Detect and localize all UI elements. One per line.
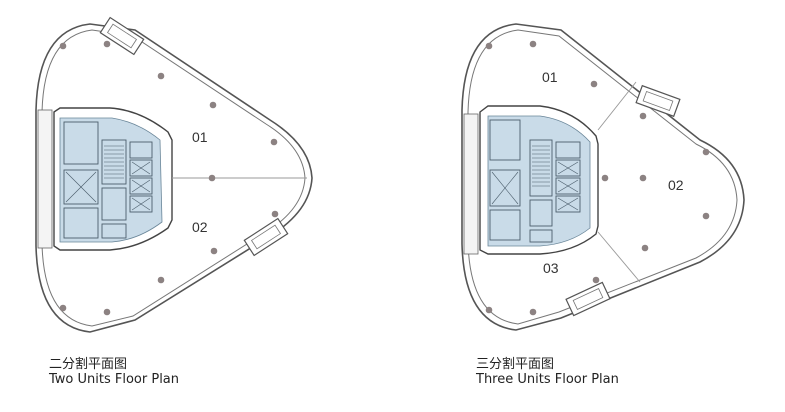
unit-label-03: 03 xyxy=(543,260,559,276)
unit-label-02: 02 xyxy=(668,177,684,193)
elevator-marks xyxy=(491,161,579,211)
core-rooms xyxy=(63,121,153,239)
balcony-right xyxy=(635,84,681,118)
caption-english: Two Units Floor Plan xyxy=(49,372,180,387)
columns xyxy=(485,40,710,316)
two-units-floor-plan: 01 02 xyxy=(35,16,313,333)
core-fill xyxy=(59,117,163,243)
caption-chinese: 三分割平面图 xyxy=(476,357,555,372)
three-units-floor-plan: 01 02 03 xyxy=(461,23,745,331)
unit-label-01: 01 xyxy=(542,69,558,85)
core-fill xyxy=(487,115,591,247)
balcony-bottom xyxy=(243,217,289,257)
caption-english: Three Units Floor Plan xyxy=(476,372,619,387)
caption-chinese: 二分割平面图 xyxy=(49,357,128,372)
unit-dividers xyxy=(597,81,641,283)
stair-hatch xyxy=(104,145,124,179)
elevator-marks xyxy=(65,161,151,211)
columns xyxy=(59,40,279,316)
unit-label-01: 01 xyxy=(192,129,208,145)
core-rooms xyxy=(489,119,581,243)
caption-two-units: 二分割平面图 Two Units Floor Plan xyxy=(49,357,179,387)
stair-hatch xyxy=(532,145,550,187)
caption-three-units: 三分割平面图 Three Units Floor Plan xyxy=(476,357,619,387)
balcony-top xyxy=(99,16,145,56)
west-facade-strip xyxy=(37,109,53,249)
unit-label-02: 02 xyxy=(192,219,208,235)
building-outline-outer xyxy=(35,23,313,333)
building-outline-outer xyxy=(461,23,745,331)
balcony-bottom xyxy=(565,281,611,317)
west-facade-strip xyxy=(463,113,479,255)
